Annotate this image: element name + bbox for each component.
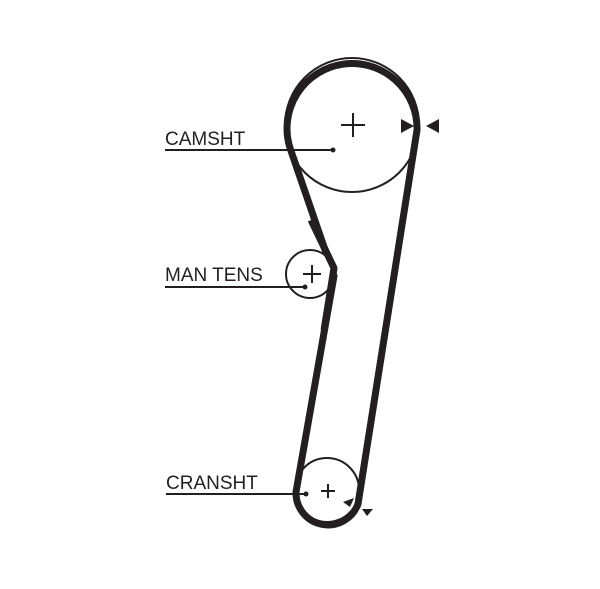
crankshaft-center-cross-icon (321, 484, 335, 498)
tensioner-label: MAN TENS (165, 265, 263, 286)
crankshaft-timing-arrow-inner-icon (343, 498, 354, 507)
crankshaft-timing-arrow-outer-icon (362, 509, 373, 516)
timing-belt (283, 60, 421, 529)
camshaft-timing-arrow-left-icon (401, 119, 414, 133)
crankshaft-label: CRANSHT (166, 473, 258, 494)
timing-belt-tensioner-segment (307, 218, 338, 331)
camshaft-leader-dot (330, 147, 336, 153)
camshaft-label: CAMSHT (165, 129, 246, 150)
camshaft-center-cross-icon (341, 113, 365, 137)
tensioner-leader-dot (302, 284, 308, 290)
crankshaft-leader-dot (303, 491, 309, 497)
camshaft-pulley (284, 57, 420, 193)
crankshaft-pulley (294, 457, 360, 523)
camshaft-timing-arrow-right-icon (426, 119, 439, 133)
tensioner-center-cross-icon (303, 265, 321, 283)
